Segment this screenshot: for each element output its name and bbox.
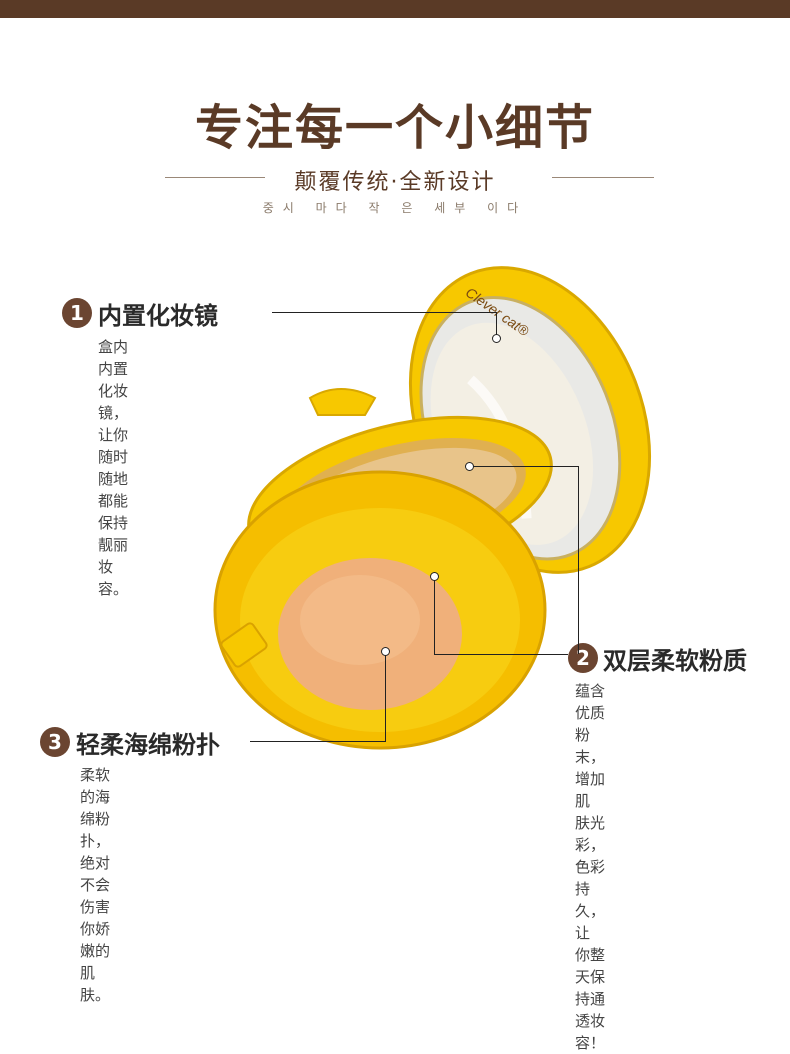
feature-2-badge: 2: [568, 643, 598, 673]
feature-1-badge: 1: [62, 298, 92, 328]
feature-2-desc-line: 蕴含优质粉末，增加肌: [575, 682, 606, 810]
feature-3-title: 轻柔海绵粉扑: [76, 731, 220, 759]
tray-tab: [308, 388, 377, 416]
feature-3-desc: 柔软的海绵粉扑，绝对 不会伤害你娇嫩的肌肤。: [80, 764, 110, 1006]
feature-2-desc-line: 肤光彩，色彩持久，让: [575, 814, 606, 942]
compact-illustration: [213, 266, 652, 750]
subtitle-right-rule: [552, 177, 654, 178]
compact-base: [213, 470, 547, 750]
feature-1-dot: [492, 334, 501, 343]
feature-2-desc-line: 你整天保持通透妆容！: [575, 946, 606, 1052]
feature-1-leader-line-drop: [496, 312, 497, 336]
page-title: 专注每一个小细节: [194, 100, 595, 156]
feature-3-leader-line-vertical: [385, 652, 386, 742]
feature-1-desc-line: 妆容。: [98, 558, 129, 598]
subtitle-left-rule: [165, 177, 265, 178]
feature-3-dot: [381, 647, 390, 656]
feature-2-title: 双层柔软粉质: [603, 647, 747, 675]
feature-1-desc: 盒内内置化妆镜，让你 随时随地都能保持靓丽 妆容。: [98, 336, 128, 600]
feature-1-desc-line: 盒内内置化妆镜，让你: [98, 338, 129, 444]
feature-1-desc-line: 随时随地都能保持靓丽: [98, 448, 129, 554]
base-hinge: [220, 622, 268, 668]
feature-1-leader-line: [272, 312, 496, 313]
feature-3-badge: 3: [40, 727, 70, 757]
feature-3-leader-line: [250, 741, 385, 742]
top-color-bar: [0, 0, 790, 18]
subtitle: 颠覆传统·全新设计: [294, 170, 496, 195]
feature-2-leader-line-top: [470, 466, 578, 467]
korean-tagline: 중시 마다 작 은 세부 이다: [262, 201, 528, 215]
feature-2-leader-line-powder: [434, 578, 435, 654]
feature-2-desc: 蕴含优质粉末，增加肌 肤光彩，色彩持久，让 你整天保持通透妆容！: [575, 680, 605, 1054]
feature-2-dot-powder: [430, 572, 439, 581]
feature-2-dot-mirror: [465, 462, 474, 471]
feature-2-leader-line-vertical: [578, 466, 579, 654]
feature-2-leader-line-bottom: [434, 654, 568, 655]
feature-3-desc-line: 柔软的海绵粉扑，绝对: [80, 766, 111, 872]
subtitle-row: 颠覆传统·全新设计: [0, 164, 790, 195]
feature-3-desc-line: 不会伤害你娇嫩的肌肤。: [80, 876, 111, 1004]
feature-1-title: 内置化妆镜: [98, 302, 218, 330]
